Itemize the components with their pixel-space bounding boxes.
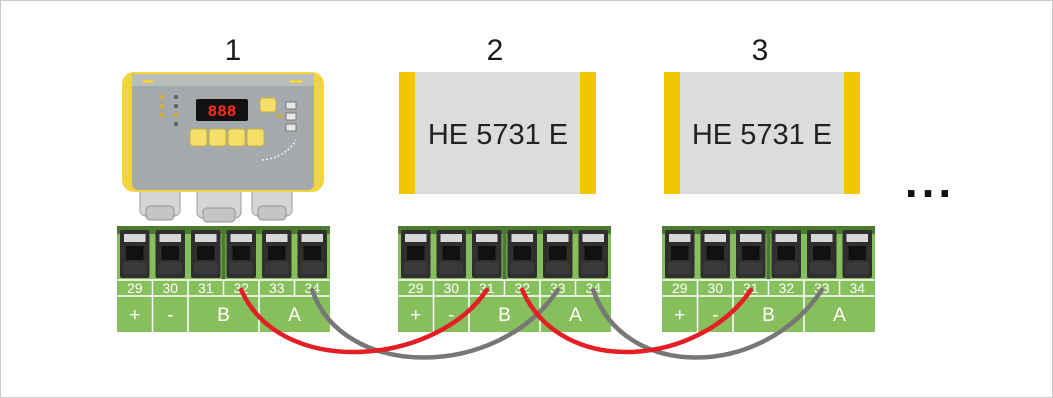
- bus-wiring: [239, 287, 824, 360]
- terminal-clamp[interactable]: [226, 230, 257, 278]
- device-number-2: 2: [487, 34, 504, 67]
- terminal-clamp[interactable]: [155, 230, 186, 278]
- wire-a-gray-2: [591, 287, 824, 360]
- terminal-number: 31: [198, 280, 214, 296]
- wire-b-red-2: [520, 287, 753, 355]
- wire-a-gray-1: [310, 287, 560, 360]
- terminal-clamp[interactable]: [771, 230, 802, 278]
- group-label-a: A: [833, 305, 846, 326]
- terminal-clamp[interactable]: [436, 230, 467, 278]
- group-label-minus: -: [448, 305, 454, 326]
- controller-unit: 888: [122, 72, 324, 223]
- terminal-clamp[interactable]: [578, 230, 609, 278]
- terminal-clamp[interactable]: [191, 230, 221, 278]
- group-label-plus: +: [410, 305, 421, 326]
- group-label-a: A: [569, 305, 582, 326]
- terminal-clamp[interactable]: [736, 230, 766, 278]
- controller-key-3[interactable]: [227, 128, 246, 147]
- terminal-clamp[interactable]: [665, 230, 695, 278]
- group-label-plus: +: [674, 305, 685, 326]
- controller-display: [196, 99, 248, 121]
- device-number-3: 3: [752, 34, 769, 67]
- continuation-ellipsis: ...: [905, 155, 955, 207]
- module-label-2: HE 5731 E: [428, 119, 568, 151]
- group-label-a: A: [288, 305, 301, 326]
- terminal-number: 30: [162, 280, 178, 296]
- group-label-b: B: [762, 305, 775, 326]
- module-unit-2: HE 5731 E: [399, 72, 596, 194]
- controller-key-4[interactable]: [246, 128, 265, 147]
- wire-b-red-1: [239, 287, 489, 355]
- terminal-clamp[interactable]: [120, 230, 150, 278]
- terminal-clamp[interactable]: [507, 230, 538, 278]
- module-unit-3: HE 5731 E: [664, 72, 860, 194]
- terminal-clamp[interactable]: [262, 230, 292, 278]
- device-number-1: 1: [225, 34, 242, 67]
- terminal-clamp[interactable]: [842, 230, 873, 278]
- terminal-number: 30: [707, 280, 723, 296]
- terminal-number: 32: [778, 280, 794, 296]
- terminal-clamp[interactable]: [472, 230, 502, 278]
- controller-key-1[interactable]: [189, 128, 208, 147]
- group-label-b: B: [498, 305, 511, 326]
- controller-key-2[interactable]: [208, 128, 227, 147]
- terminal-number: 29: [672, 280, 688, 296]
- terminal-clamp[interactable]: [543, 230, 573, 278]
- terminal-number: 29: [127, 280, 143, 296]
- module-label-3: HE 5731 E: [692, 119, 832, 151]
- terminal-clamp[interactable]: [700, 230, 731, 278]
- terminal-number: 34: [849, 280, 865, 296]
- terminal-clamp[interactable]: [401, 230, 431, 278]
- terminal-number: 29: [408, 280, 424, 296]
- group-label-minus: -: [712, 305, 718, 326]
- controller-display-value: 888: [208, 103, 237, 121]
- terminal-number: 33: [269, 280, 285, 296]
- controller-key-5[interactable]: [259, 97, 277, 113]
- group-label-plus: +: [129, 305, 140, 326]
- terminal-clamp[interactable]: [807, 230, 837, 278]
- terminal-clamp[interactable]: [297, 230, 328, 278]
- group-label-minus: -: [167, 305, 173, 326]
- group-label-b: B: [217, 305, 230, 326]
- terminal-number: 30: [443, 280, 459, 296]
